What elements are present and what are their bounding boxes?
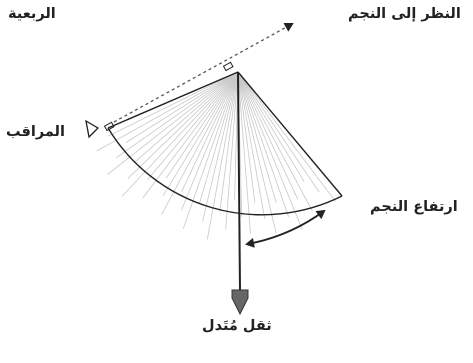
engraving-line [125, 71, 239, 143]
sight-vane-top [222, 61, 234, 72]
engraving-line [237, 71, 303, 230]
engraving-line [127, 71, 239, 179]
engraving-line [237, 71, 277, 234]
engraving-line [206, 71, 239, 240]
quadrant-label: الربعية [8, 6, 56, 22]
quadrant-arc [107, 127, 343, 216]
star-altitude-label: ارتفاع النجم [370, 199, 458, 215]
engraving-line [237, 71, 305, 182]
engraving-line [165, 71, 239, 179]
engraving-line [182, 71, 239, 229]
engraving-line [237, 71, 313, 212]
engraving-line [142, 71, 239, 199]
sight-vane-bottom [103, 121, 115, 132]
engraving-line [107, 71, 239, 175]
engraving-line [181, 71, 239, 192]
plumb-bob-label: ثقل مُتَدل [202, 318, 272, 334]
engraving-line [199, 71, 239, 204]
engraving-line [219, 71, 239, 212]
engraving-line [121, 71, 239, 197]
engraving-line [96, 71, 239, 152]
engraving-line [237, 71, 266, 219]
plumb-bob-icon [231, 289, 249, 316]
engraving-line [162, 71, 239, 197]
altitude-arrow [245, 209, 326, 248]
engraving-line [115, 71, 239, 159]
plumb-line [237, 71, 241, 291]
engraving-line [147, 71, 239, 181]
engraving-line [237, 71, 251, 234]
engraving-line [202, 71, 239, 222]
quadrant-edge-upper [107, 71, 239, 129]
observer-label: المراقب [6, 124, 65, 140]
engraving-line [225, 71, 239, 230]
engraving-line [237, 71, 277, 204]
engraving-line [134, 71, 239, 163]
engraving-line [237, 71, 336, 202]
quadrant-edge-right [237, 71, 343, 197]
engraving-line [237, 71, 289, 217]
quadrant-engraving-lines [96, 71, 336, 240]
observer-eye-icon [85, 119, 100, 139]
engraving-line [237, 71, 299, 200]
engraving-line [107, 71, 239, 137]
line-of-sight-label: النظر إلى النجم [348, 6, 461, 22]
engraving-line [161, 71, 239, 215]
engraving-line [237, 71, 256, 204]
engraving-line [181, 71, 239, 211]
engraving-line [237, 71, 320, 193]
sight-line [113, 22, 294, 123]
